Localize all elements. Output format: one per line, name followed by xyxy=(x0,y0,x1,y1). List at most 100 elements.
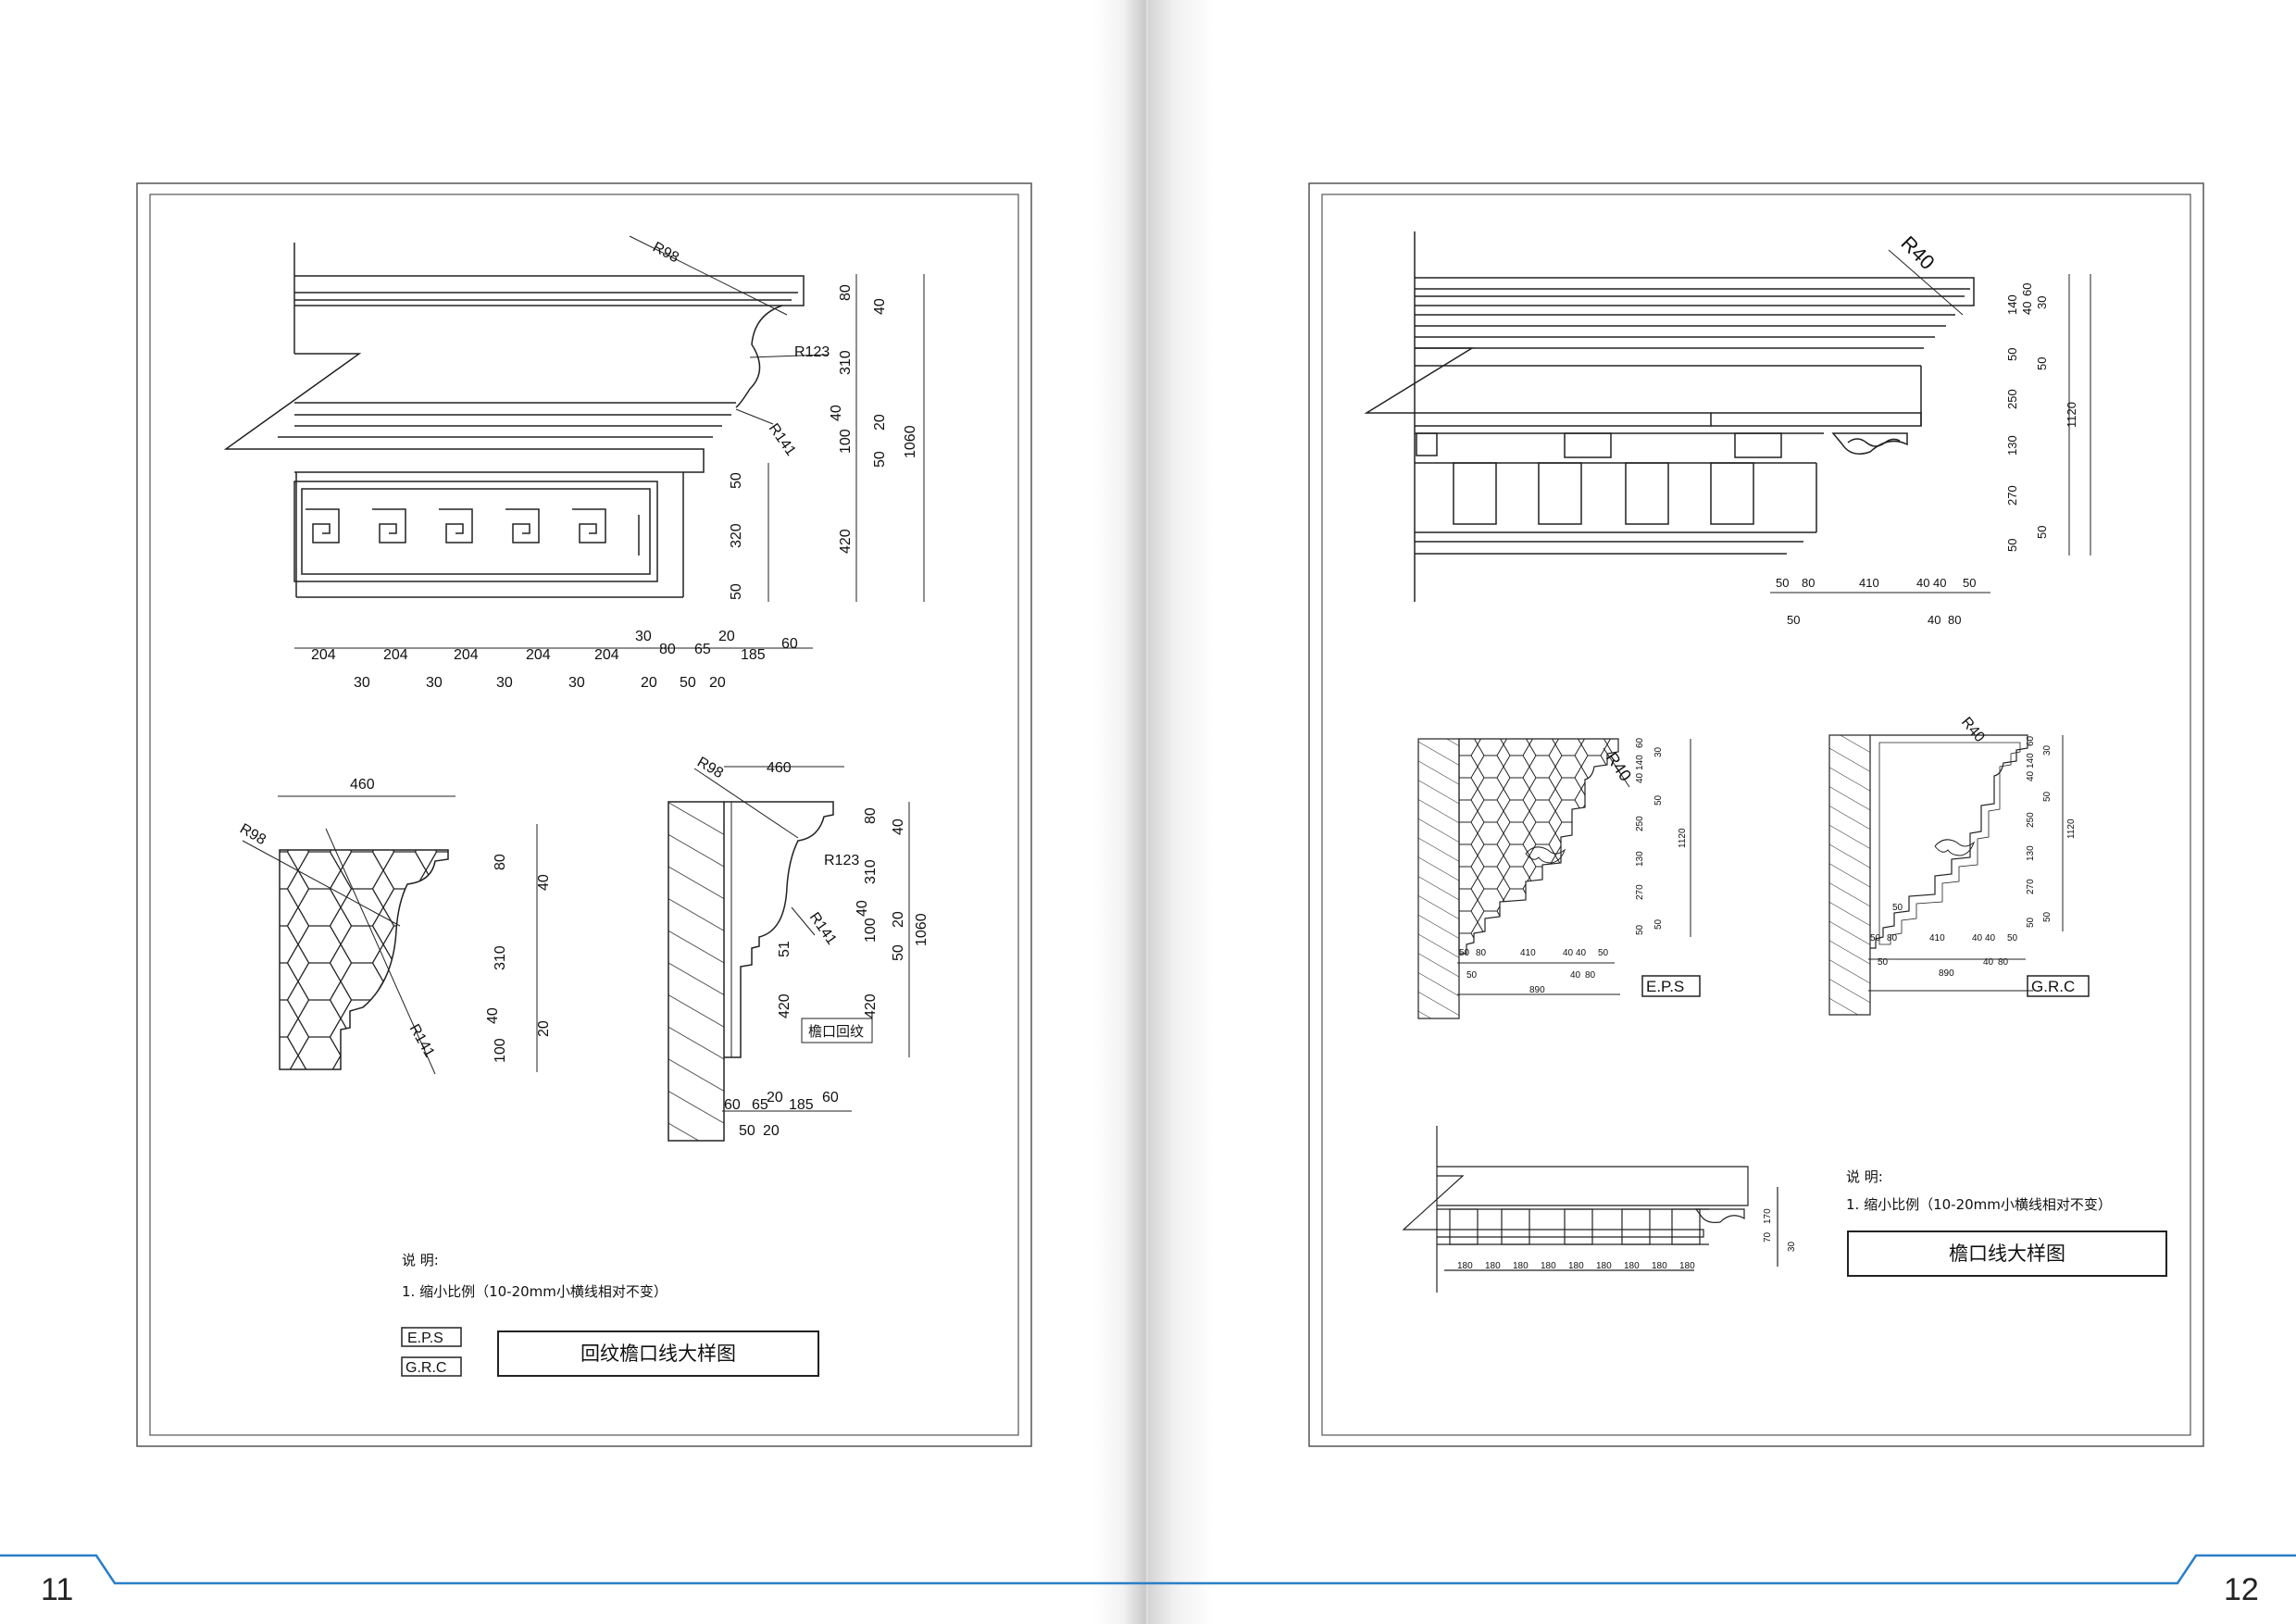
dim-label: 40 xyxy=(1635,772,1645,783)
dim-label: 60 xyxy=(1635,737,1645,748)
dim-label: 410 xyxy=(1520,948,1536,958)
right-dims-b: 50 320 50 420 1060 xyxy=(729,425,918,600)
dim-label: 204 xyxy=(526,647,551,663)
dim-label: 180 xyxy=(1457,1261,1473,1271)
radius-label: R123 xyxy=(824,853,859,868)
dim-label: 50 xyxy=(1878,957,1889,968)
dim-label: 20 xyxy=(891,911,906,928)
dim-label: 204 xyxy=(454,647,479,663)
dim-label: 100 xyxy=(493,1038,508,1063)
dim-label: 50 xyxy=(872,451,888,468)
dim-label: 20 xyxy=(872,414,888,431)
dim-label: 40 xyxy=(1933,576,1946,590)
notes-line: 1. 缩小比例（10-20mm小横线相对不变） xyxy=(1846,1196,2112,1213)
dim-label: 50 xyxy=(1635,924,1645,935)
dim-label: 180 xyxy=(1513,1261,1529,1271)
material-tag: E.P.S xyxy=(1646,978,1684,995)
dim-label: 1120 xyxy=(1678,828,1688,848)
notes-line: 1. 缩小比例（10-20mm小横线相对不变） xyxy=(402,1283,668,1300)
dim-label: 60 xyxy=(2020,283,2034,296)
dim-label: 20 xyxy=(641,675,657,691)
section-eps-left xyxy=(242,795,538,1075)
dim-label: 310 xyxy=(863,859,879,884)
dim-label: 250 xyxy=(1635,816,1645,831)
dim-label: 130 xyxy=(2026,845,2036,861)
dim-label: 40 xyxy=(855,900,870,917)
dim-label: 20 xyxy=(718,629,735,644)
dim-label: 50 xyxy=(729,583,744,600)
dim-label: 80 xyxy=(1585,970,1596,981)
dim-label: 40 xyxy=(1916,576,1929,590)
dim-label: 204 xyxy=(594,647,619,663)
page-number-right: 12 xyxy=(2224,1572,2259,1607)
dim-label: 180 xyxy=(1652,1261,1667,1271)
dim-label: 420 xyxy=(838,529,854,554)
dim-label: 460 xyxy=(350,777,375,793)
dim-label: 50 xyxy=(1870,933,1881,943)
dim-label: 50 xyxy=(1653,794,1664,806)
dim-label: 250 xyxy=(2026,812,2036,828)
dim-label: 80 xyxy=(863,807,879,824)
dim-label: 80 xyxy=(1887,933,1898,943)
left-page: R98 R123 R141 80 40 310 40 20 100 50 50 … xyxy=(136,182,1032,1447)
dim-label: 100 xyxy=(863,918,879,943)
notes-title: 说 明: xyxy=(1846,1168,1883,1185)
dim-label: 460 xyxy=(767,760,792,776)
dim-label: 50 xyxy=(1963,576,1976,590)
spine-shadow-right xyxy=(1148,0,1213,1624)
spine-shadow-left xyxy=(1092,0,1148,1624)
dim-label: 50 xyxy=(1892,903,1903,913)
dim-label: 185 xyxy=(741,647,766,663)
dim-label: 50 xyxy=(2042,911,2053,922)
right-dims: 60 140 40 30 50 50 250 130 270 50 50 112… xyxy=(2005,283,2078,552)
dim-label: 60 xyxy=(781,636,798,652)
dim-label: 60 xyxy=(822,1090,839,1106)
dim-label: 410 xyxy=(1859,576,1879,590)
dim-label: 40 xyxy=(1570,970,1581,981)
dim-label: 70 xyxy=(1763,1231,1773,1243)
dim-label: 270 xyxy=(2026,879,2036,894)
dim-label: 890 xyxy=(1939,968,1954,979)
dim-label: 30 xyxy=(635,629,652,644)
dim-label: 140 xyxy=(2026,753,2036,768)
radius-label: R98 xyxy=(650,240,681,267)
material-tag: G.R.C xyxy=(2031,978,2075,995)
dim-label: 40 xyxy=(536,874,552,891)
dim-label: 270 xyxy=(2005,485,2019,506)
dim-label: 50 xyxy=(1598,948,1609,958)
dim-label: 50 xyxy=(1787,613,1800,627)
dim-label: 1120 xyxy=(2065,402,2078,428)
dim-label: 204 xyxy=(311,647,336,663)
right-dims-a: 80 40 310 40 20 100 50 xyxy=(829,284,888,468)
dim-label: 1060 xyxy=(903,425,918,458)
outer-frame xyxy=(1308,182,2204,1447)
material-tag-box xyxy=(401,1327,462,1347)
section-grc-right xyxy=(1828,734,2090,1016)
footer-rule-right xyxy=(1148,1554,2296,1585)
dim-label: 100 xyxy=(838,429,854,454)
dim-label: 50 xyxy=(2005,348,2019,361)
dim-label: 20 xyxy=(536,1020,552,1037)
dim-label: 410 xyxy=(1929,933,1945,943)
material-tag: E.P.S xyxy=(407,1330,443,1346)
title-box xyxy=(497,1330,819,1377)
dim-label: 1060 xyxy=(914,913,930,946)
dim-label: 180 xyxy=(1679,1261,1695,1271)
dim-label: 80 xyxy=(1998,957,2009,968)
dim-label: 130 xyxy=(2005,435,2019,456)
footer-rule-left xyxy=(0,1554,1148,1585)
dim-label: 65 xyxy=(694,642,711,657)
material-tag: G.R.C xyxy=(406,1360,446,1376)
dim-label: 50 xyxy=(2042,791,2053,802)
dim-label: 51 xyxy=(777,941,792,957)
dim-label: 180 xyxy=(1568,1261,1584,1271)
dim-label: 20 xyxy=(763,1123,780,1139)
dim-label: 80 xyxy=(838,284,854,301)
dim-label: 50 xyxy=(739,1123,755,1139)
dim-label: 80 xyxy=(1476,948,1487,958)
dim-label: 20 xyxy=(767,1090,783,1106)
dim-label: 30 xyxy=(1653,746,1664,757)
dim-label: 204 xyxy=(383,647,408,663)
dim-label: 270 xyxy=(1635,884,1645,900)
dim-label: 180 xyxy=(1485,1261,1501,1271)
